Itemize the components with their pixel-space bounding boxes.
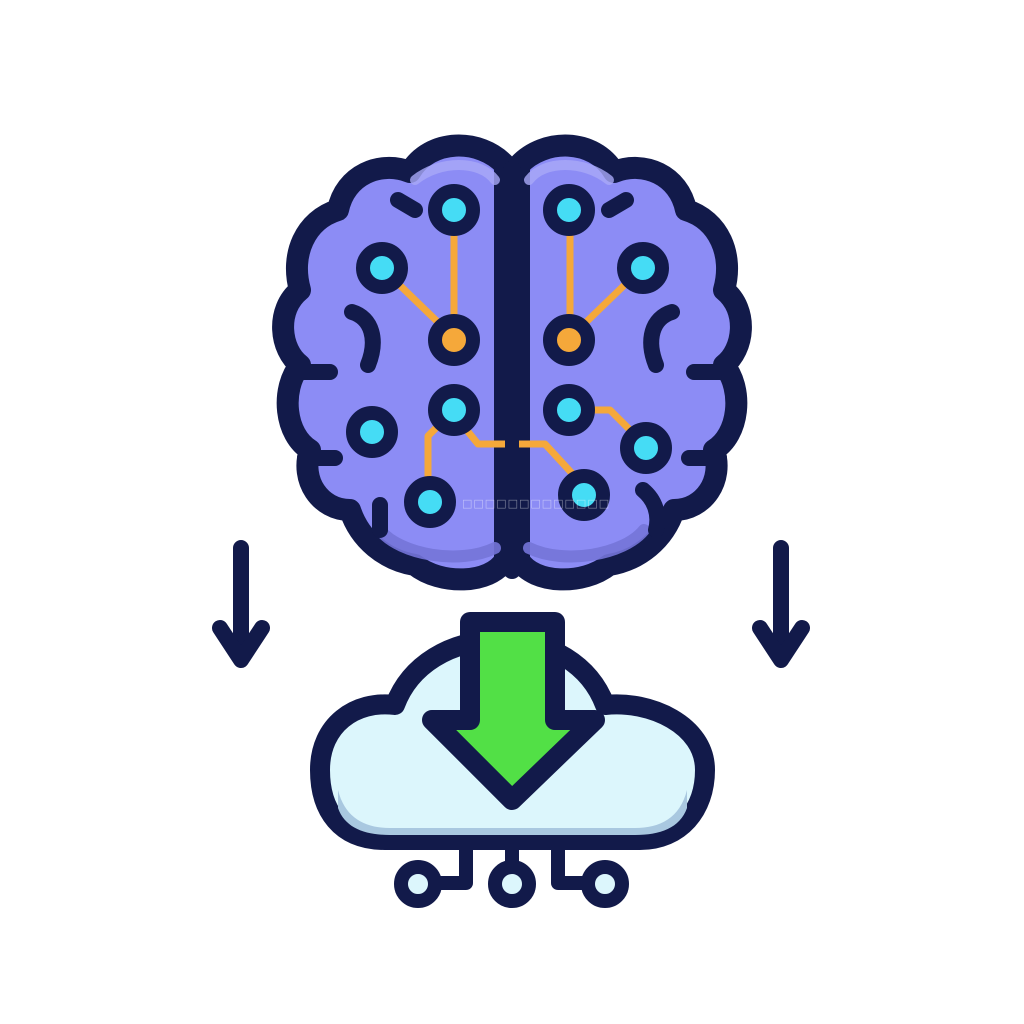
node-cyan [617,242,669,294]
node-cyan [543,184,595,236]
download-arrow [422,612,605,810]
node-orange [428,314,480,366]
node-cyan [428,184,480,236]
node-cyan [428,384,480,436]
cloud-download-icon [310,612,715,908]
node-cyan [558,469,610,521]
arrow-down-icon [212,540,270,668]
node-cyan [346,406,398,458]
node-cyan [404,476,456,528]
circuit-nodes [346,184,672,528]
network-nodes-icon [394,848,629,908]
node-cyan [356,242,408,294]
node-cyan [543,384,595,436]
brain-circuit-icon [272,134,752,591]
arrow-down-icon [752,540,810,668]
node-orange [543,314,595,366]
node-cyan [620,422,672,474]
watermark-text: □□□□□□□□□□□□□ [462,497,611,510]
